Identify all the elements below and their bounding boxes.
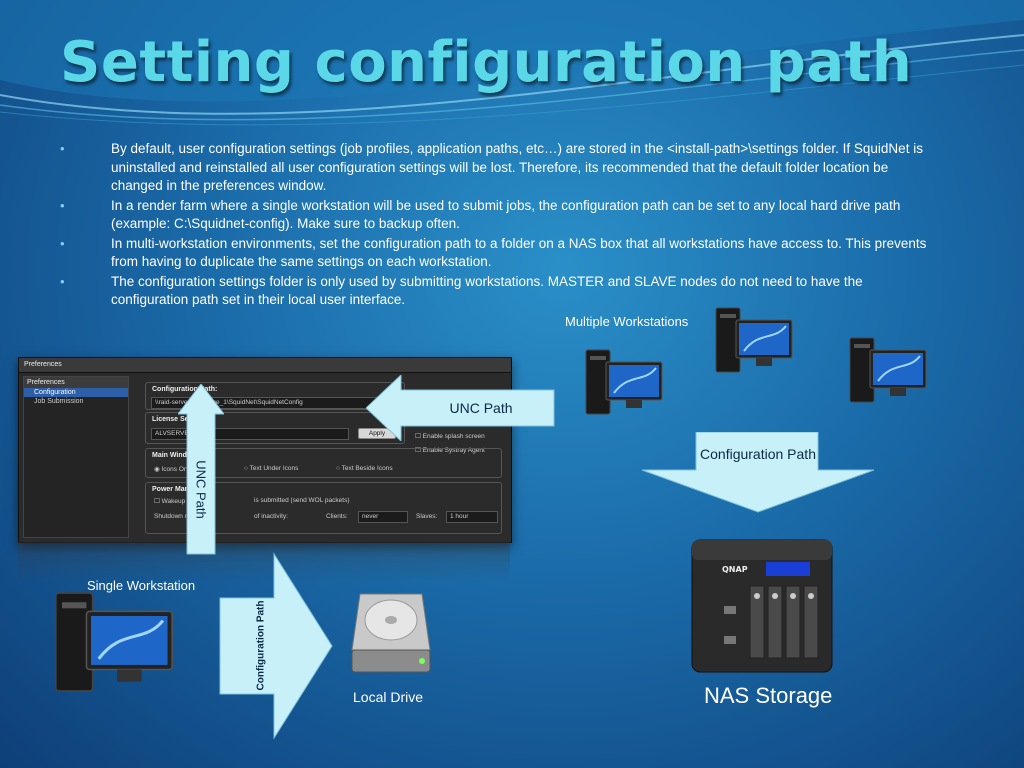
bullet-glyph: • [60,273,65,289]
nas-storage-label: NAS Storage [704,683,833,708]
slaves-label: Slaves: [416,513,438,520]
enable-systray-label: Enable Systray Agent [422,447,485,454]
local-drive-label: Local Drive [353,689,424,705]
power-management-label: Power Managem [152,486,208,493]
unc-path-arrow-vertical [178,384,224,555]
configuration-path-label: Configuration Path: [152,386,218,393]
bullet-item: • By default, user configuration settings… [60,140,928,196]
bullet-glyph: • [60,197,65,213]
bullet-text: The configuration settings folder is onl… [111,273,863,308]
configuration-path-label-local: Configuration Path [255,600,267,691]
tree-item-configuration[interactable]: Configuration [24,388,128,397]
bullet-glyph: • [60,235,65,251]
clients-select[interactable]: never [358,511,408,523]
slaves-select[interactable]: 1 hour [446,511,498,523]
of-inactivity-text: of inactivity: [254,513,288,520]
preferences-window: Preferences Preferences Configuration Jo… [18,357,512,543]
header-swoosh [0,0,1024,126]
window-reflection [18,542,510,582]
clients-label: Clients: [326,513,348,520]
unc-path-label-horizontal: UNC Path [449,400,513,416]
license-server-label: License Server: [152,416,205,423]
hard-drive-icon [351,593,431,673]
bullet-text: In a render farm where a single workstat… [111,197,901,232]
preferences-titlebar: Preferences [19,358,511,373]
text-under-icons-label: Text Under Icons [249,465,299,472]
tree-item-job-submission[interactable]: Job Submission [34,398,84,405]
icons-only-label: Icons Only [161,466,193,473]
slide-title: Setting configuration path [60,30,913,95]
text-beside-icons-label: Text Beside Icons [341,465,393,472]
wakeup-render-checkbox[interactable]: ☐ Wakeup render [154,498,206,505]
workstation-icon [849,337,927,403]
enable-splash-label: Enable splash screen [422,433,485,440]
tree-header: Preferences [24,377,128,388]
wakeup-render-label: Wakeup render [161,498,206,505]
text-beside-icons-radio[interactable]: ○ Text Beside Icons [336,465,393,472]
bullet-list: • By default, user configuration settings… [60,140,928,311]
configuration-path-arrow-nas [641,432,875,513]
enable-splash-checkbox[interactable]: ☐ Enable splash screen [415,433,485,440]
single-workstation-label: Single Workstation [87,578,196,593]
nas-brand: QNAP [722,565,748,574]
single-workstation-icon [55,592,173,692]
main-window-toolbar-label: Main Window Too [152,452,211,459]
enable-systray-checkbox[interactable]: ☐ Enable Systray Agent [415,447,485,454]
power-management-group: Power Managem ☐ Wakeup render is submitt… [145,482,502,534]
workstation-icon [585,349,663,415]
workstation-icon [715,307,793,373]
bullet-item: • The configuration settings folder is on… [60,273,928,310]
bullet-glyph: • [60,141,65,156]
bullet-item: • In multi-workstation environments, set … [60,235,928,272]
nas-device-icon: QNAP [691,539,833,673]
unc-path-label-vertical: UNC Path [193,460,209,519]
preferences-title: Preferences [24,361,62,368]
preferences-tree: Preferences Configuration Job Submission [23,376,129,538]
bullet-text: By default, user configuration settings … [111,141,923,193]
bullet-item: • In a render farm where a single worksta… [60,197,928,234]
preferences-panel: Configuration Path: \\raid-server00\volu… [133,376,507,536]
configuration-path-label-nas: Configuration Path [700,446,816,462]
configuration-path-arrow-local [219,552,333,740]
bullet-text: In multi-workstation environments, set t… [111,235,927,270]
multiple-workstations-label: Multiple Workstations [565,314,689,329]
is-submitted-text: is submitted (send WOL packets) [254,497,350,504]
icons-only-radio[interactable]: ◉ Icons Only [154,466,193,473]
shutdown-nodes-text: Shutdown nodes a [154,513,208,520]
text-under-icons-radio[interactable]: ○ Text Under Icons [244,465,299,472]
unc-path-arrow-horizontal [366,375,555,441]
main-window-toolbar-group: Main Window Too ◉ Icons Only ○ Text Unde… [145,448,502,478]
